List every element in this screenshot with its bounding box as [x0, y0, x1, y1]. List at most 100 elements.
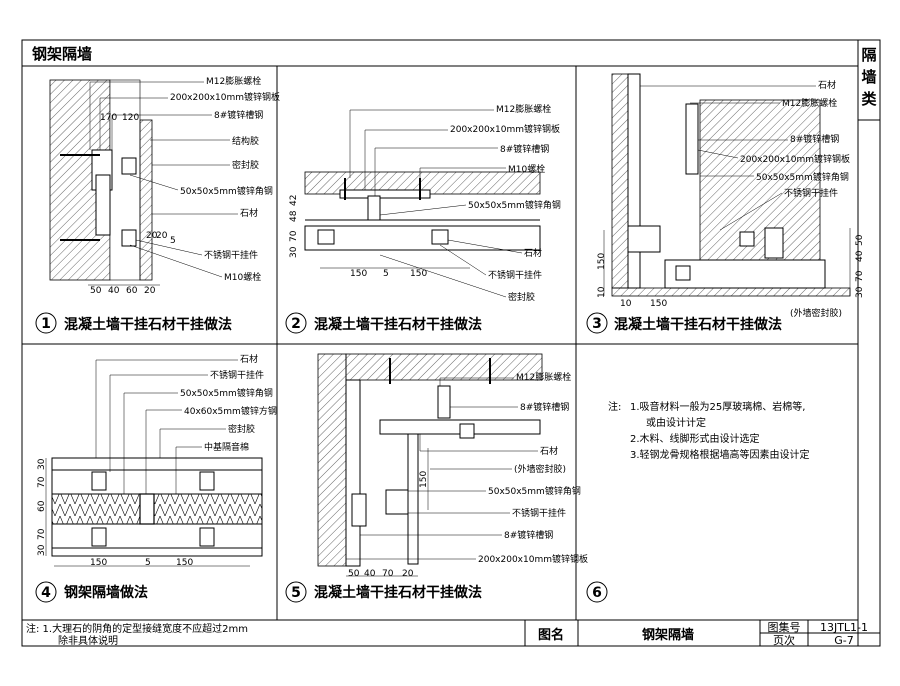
p2-dim-6: 5: [383, 269, 389, 279]
p3-dim-7: 70: [855, 270, 865, 282]
notes-item-4: 3.轻钢龙骨规格根据墙高等因素由设计定: [630, 448, 810, 461]
footer-set-label: 图集号: [768, 620, 801, 634]
p3-num: 3: [592, 316, 602, 332]
p3-dim-1: 150: [597, 253, 607, 270]
p3-dim-6: 40: [855, 250, 865, 262]
p1-label-5: 密封胶: [232, 159, 259, 171]
side-tab-2: 墙: [861, 68, 876, 86]
p5-dim-4: 70: [382, 569, 394, 579]
p2-label-5: 50x50x5mm镀锌角钢: [468, 199, 561, 211]
p1-num: 1: [41, 316, 51, 332]
p4-dim-5: 30: [37, 544, 47, 556]
p1-label-2: 200x200x10mm镀锌钢板: [170, 91, 280, 103]
footer-note-1: 注: 1.大理石的阴角的定型接缝宽度不应超过2mm: [26, 622, 248, 635]
p2-label-3: 8#镀锌槽钢: [500, 143, 549, 155]
p3-dim-2: 10: [597, 286, 607, 298]
p4-label-6: 中基隔音棉: [204, 441, 249, 453]
p4-dim-2: 70: [37, 476, 47, 488]
detail-panel-1: M12膨胀螺栓 200x200x10mm镀锌钢板 8#镀锌槽钢 结构胶 密封胶 …: [35, 75, 280, 334]
p2-caption: 混凝土墙干挂石材干挂做法: [314, 316, 482, 333]
p3-caption: 混凝土墙干挂石材干挂做法: [614, 316, 782, 333]
p5-dim-5: 20: [402, 569, 414, 579]
p5-label-6: 不锈钢干挂件: [512, 507, 566, 519]
footer-set-value: 13JTL1-1: [820, 621, 868, 634]
p4-num: 4: [41, 585, 51, 601]
side-tab-3: 类: [861, 90, 877, 108]
p4-label-2: 不锈钢干挂件: [210, 369, 264, 381]
p1-dim-9: 5: [170, 236, 176, 246]
p4-dim-3: 60: [37, 500, 47, 512]
p3-dim-8: 30: [855, 286, 865, 298]
p2-label-4: M10螺栓: [508, 163, 545, 175]
p5-label-3: 石材: [540, 445, 558, 457]
p2-label-2: 200x200x10mm镀锌钢板: [450, 123, 560, 135]
p2-num: 2: [291, 316, 301, 332]
p4-label-1: 石材: [240, 353, 258, 365]
notes-item-1: 1.吸音材料一般为25厚玻璃棉、岩棉等,: [630, 400, 805, 413]
p1-label-9: M10螺栓: [224, 271, 261, 283]
p3-label-5: 50x50x5mm镀锌角钢: [756, 171, 849, 183]
p1-dim-4: 40: [108, 286, 120, 296]
p1-label-6: 50x50x5mm镀锌角钢: [180, 185, 273, 197]
p3-label-2: M12膨胀螺栓: [782, 97, 837, 109]
notes-item-3: 2.木料、线脚形式由设计选定: [630, 432, 760, 445]
p5-dim-1: 150: [419, 471, 429, 488]
detail-panel-2: M12膨胀螺栓 200x200x10mm镀锌钢板 8#镀锌槽钢 M10螺栓 50…: [285, 103, 561, 334]
p4-dim-7: 5: [145, 558, 151, 568]
p3-label-4: 200x200x10mm镀锌钢板: [740, 153, 850, 165]
p3-label-1: 石材: [818, 79, 836, 91]
p4-dim-1: 30: [37, 458, 47, 470]
p1-dim-2: 120: [122, 113, 139, 123]
p2-dim-7: 150: [410, 269, 427, 279]
p1-dim-7: 20: [146, 231, 158, 241]
p4-label-3: 50x50x5mm镀锌角钢: [180, 387, 273, 399]
p3-dim-4: 150: [650, 299, 667, 309]
p5-label-1: M12膨胀螺栓: [516, 371, 571, 383]
p1-dim-6: 20: [144, 286, 156, 296]
notes-prefix: 注:: [608, 400, 621, 413]
p2-label-7: 不锈钢干挂件: [488, 269, 542, 281]
p4-label-4: 40x60x5mm镀锌方钢: [184, 405, 277, 417]
p5-label-7: 8#镀锌槽钢: [504, 529, 553, 541]
sheet-title: 钢架隔墙: [32, 45, 92, 63]
p3-label-7: (外墙密封胶): [790, 307, 842, 319]
p1-label-1: M12膨胀螺栓: [206, 75, 261, 87]
p5-num: 5: [291, 585, 301, 601]
p1-dim-1: 170: [100, 113, 117, 123]
p3-label-3: 8#镀锌槽钢: [790, 133, 839, 145]
p2-label-1: M12膨胀螺栓: [496, 103, 551, 115]
detail-panel-4: 石材 不锈钢干挂件 50x50x5mm镀锌角钢 40x60x5mm镀锌方钢 密封…: [35, 353, 277, 603]
p2-label-8: 密封胶: [508, 291, 535, 303]
p6-num: 6: [592, 585, 602, 601]
p1-label-3: 8#镀锌槽钢: [214, 109, 263, 121]
p5-caption: 混凝土墙干挂石材干挂做法: [314, 584, 482, 601]
p4-caption: 钢架隔墙做法: [64, 584, 148, 601]
footer-note-2: 除非具体说明: [58, 634, 118, 647]
notes-item-2: 或由设计计定: [646, 416, 706, 429]
footer-page-value: G-7: [834, 634, 854, 647]
p1-dim-5: 60: [126, 286, 138, 296]
p3-dim-5: 50: [855, 234, 865, 246]
p1-caption: 混凝土墙干挂石材干挂做法: [64, 316, 232, 333]
p4-dim-6: 150: [90, 558, 107, 568]
p2-dim-5: 150: [350, 269, 367, 279]
p3-dim-3: 10: [620, 299, 632, 309]
footer-name-value: 钢架隔墙: [642, 627, 694, 643]
p2-dim-1: 42: [289, 195, 299, 206]
side-tab-1: 隔: [861, 46, 876, 64]
p2-dim-2: 48: [289, 210, 299, 222]
p4-dim-4: 70: [37, 528, 47, 540]
p5-label-4: (外墙密封胶): [514, 463, 566, 475]
p5-label-5: 50x50x5mm镀锌角钢: [488, 485, 581, 497]
p5-dim-3: 40: [364, 569, 376, 579]
p2-dim-3: 70: [289, 230, 299, 242]
p4-dim-8: 150: [176, 558, 193, 568]
p1-label-4: 结构胶: [232, 135, 259, 147]
p1-label-8: 不锈钢干挂件: [204, 249, 258, 261]
p3-label-6: 不锈钢干挂件: [784, 187, 838, 199]
p5-dim-2: 50: [348, 569, 360, 579]
p1-dim-3: 50: [90, 286, 102, 296]
p1-dim-8: 20: [156, 231, 168, 241]
p5-label-2: 8#镀锌槽钢: [520, 401, 569, 413]
